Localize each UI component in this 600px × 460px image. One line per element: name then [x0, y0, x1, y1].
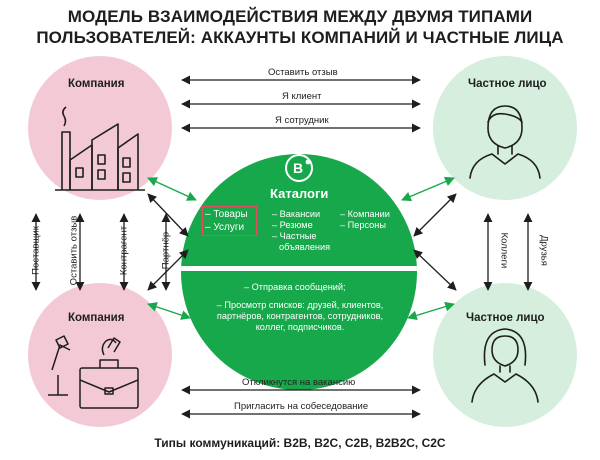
- catalog-col3: – Компании – Персоны: [340, 209, 390, 231]
- catalog-logo-letter: B: [293, 160, 304, 176]
- person-bottom-title: Частное лицо: [466, 312, 545, 324]
- label-friends: Друзья: [538, 235, 550, 266]
- person-bottom-circle: [433, 283, 577, 427]
- catalog-lists: – Просмотр списков: друзей, клиентов, па…: [198, 300, 402, 333]
- label-colleagues: Коллеги: [498, 232, 510, 269]
- company-bottom-title: Компания: [68, 312, 125, 324]
- catalog-item-private-ads-2[interactable]: объявления: [279, 242, 331, 252]
- arrow-catalog-person-top: [401, 176, 455, 202]
- label-counterparty: Контрагент: [118, 225, 130, 276]
- catalog-divider: [181, 266, 417, 271]
- arrow-catalog-person-bottom: [407, 301, 455, 321]
- arrow-cross-company-bottom: [147, 249, 189, 291]
- catalog-item-resumes[interactable]: – Резюме: [272, 220, 313, 230]
- arrow-catalog-company-top: [147, 177, 197, 201]
- catalog-item-private-ads[interactable]: – Частные: [272, 231, 317, 241]
- label-partner: Партнёр: [160, 231, 172, 270]
- label-i-am-client: Я клиент: [282, 91, 322, 102]
- company-top-circle: [28, 56, 172, 200]
- communication-types-footer: Типы коммуникаций: B2B, B2C, C2B, B2B2C,…: [154, 436, 446, 450]
- catalog-lists-line-1: – Просмотр списков: друзей, клиентов,: [216, 300, 384, 310]
- arrow-cross-person-top: [413, 193, 457, 237]
- catalog-item-vacancies[interactable]: – Вакансии: [272, 209, 321, 219]
- person-top-circle: [433, 56, 577, 200]
- arrow-cross-person-bottom: [413, 249, 457, 291]
- label-supplier: Поставщик: [30, 226, 42, 275]
- catalog-lists-line-3: коллег, подписчиков.: [255, 322, 345, 332]
- label-invite-interview: Пригласить на собеседование: [234, 401, 369, 412]
- person-top-title: Частное лицо: [468, 78, 547, 90]
- catalog-messages: – Отправка сообщений;: [244, 282, 346, 292]
- catalog-title: Каталоги: [270, 186, 329, 201]
- highlight-box: [202, 206, 257, 236]
- catalog-lists-line-2: партнёров, контрагентов, сотрудников,: [216, 311, 384, 321]
- office-briefcase-icon: [48, 335, 139, 409]
- man-icon: [469, 105, 541, 179]
- catalog-circle: [181, 154, 417, 390]
- title-line-2: ПОЛЬЗОВАТЕЛЕЙ: АККАУНТЫ КОМПАНИЙ И ЧАСТН…: [36, 28, 564, 47]
- catalog-item-services[interactable]: – Услуги: [205, 222, 245, 233]
- catalog-logo-icon: [285, 154, 313, 182]
- company-top-title: Компания: [68, 78, 125, 90]
- label-leave-review-top: Оставить отзыв: [268, 67, 338, 78]
- diagram-title: МОДЕЛЬ ВЗАИМОДЕЙСТВИЯ МЕЖДУ ДВУМЯ ТИПАМИ…: [0, 6, 600, 48]
- title-line-1: МОДЕЛЬ ВЗАИМОДЕЙСТВИЯ МЕЖДУ ДВУМЯ ТИПАМИ: [67, 7, 533, 26]
- label-i-am-employee: Я сотрудник: [275, 115, 329, 126]
- company-bottom-circle: [28, 283, 172, 427]
- catalog-item-persons[interactable]: – Персоны: [340, 220, 386, 230]
- arrow-catalog-company-bottom: [147, 302, 191, 320]
- label-respond-vacancy: Откликнутся на вакансию: [242, 377, 356, 388]
- woman-icon: [471, 328, 539, 403]
- factory-icon: [55, 106, 145, 191]
- catalog-item-companies[interactable]: – Компании: [340, 209, 390, 219]
- catalog-col1: – Товары – Услуги: [205, 209, 248, 233]
- catalog-item-goods[interactable]: – Товары: [205, 209, 248, 220]
- catalog-col2: – Вакансии – Резюме – Частные объявления: [272, 209, 330, 253]
- arrow-cross-company-top: [147, 193, 189, 237]
- label-leave-review-left: Оставить отзыв: [68, 215, 80, 286]
